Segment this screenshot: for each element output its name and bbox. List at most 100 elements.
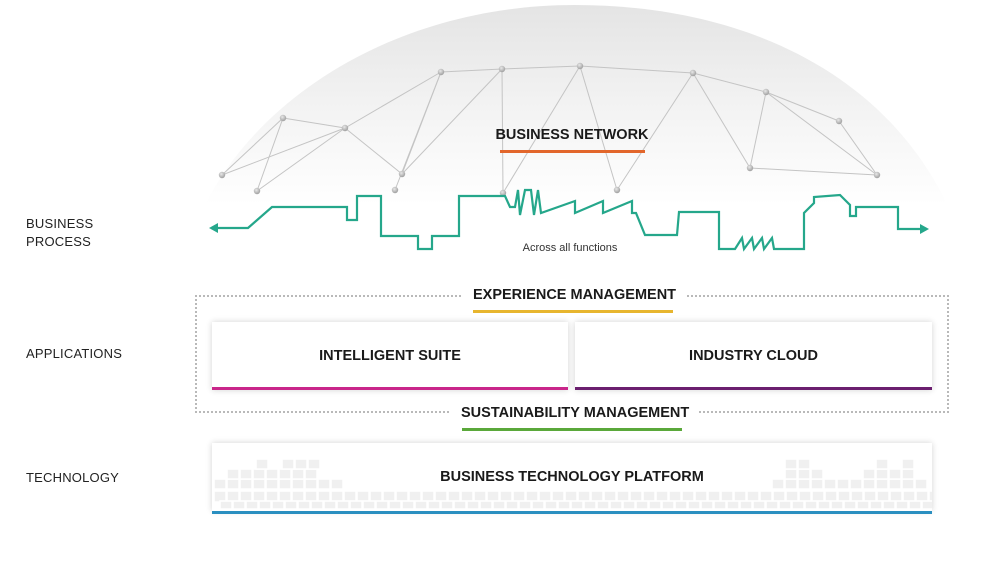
platform-brick (648, 500, 662, 510)
platform-brick (908, 500, 922, 510)
platform-brick (928, 490, 932, 503)
platform-brick (349, 500, 363, 510)
platform-brick (849, 478, 863, 490)
platform-brick (570, 500, 584, 510)
platform-brick (888, 468, 902, 480)
network-node (279, 114, 287, 122)
network-link (256, 127, 346, 192)
network-node (762, 88, 770, 96)
arrow-left-icon (209, 223, 218, 233)
business-technology-platform-card[interactable]: BUSINESS TECHNOLOGY PLATFORM (212, 443, 932, 514)
row-label-business-process: BUSINESS PROCESS (26, 215, 93, 251)
platform-brick (921, 500, 932, 510)
platform-brick (271, 500, 285, 510)
network-link (501, 68, 504, 194)
network-links (221, 65, 878, 194)
network-link (401, 68, 503, 175)
platform-brick (596, 500, 610, 510)
network-link (221, 127, 346, 176)
platform-title: BUSINESS TECHNOLOGY PLATFORM (440, 469, 704, 485)
platform-brick (245, 500, 259, 510)
sustainability-management-title: SUSTAINABILITY MANAGEMENT (451, 405, 700, 421)
network-link (765, 91, 878, 176)
industry-cloud-accent (575, 387, 932, 390)
platform-brick (557, 500, 571, 510)
platform-brick (778, 500, 792, 510)
network-link (282, 117, 346, 129)
platform-brick (765, 500, 779, 510)
network-link (344, 127, 403, 175)
platform-brick (414, 500, 428, 510)
platform-brick (226, 468, 240, 480)
intelligent-suite-card[interactable]: INTELLIGENT SUITE (212, 322, 568, 390)
network-link (749, 167, 878, 176)
platform-brick (622, 500, 636, 510)
network-link (394, 71, 442, 191)
platform-brick (674, 500, 688, 510)
network-link (765, 91, 840, 122)
platform-brick (739, 500, 753, 510)
platform-brick (544, 500, 558, 510)
network-node (398, 170, 406, 178)
experience-management-underline (473, 310, 673, 313)
network-link (344, 71, 442, 129)
platform-brick (531, 500, 545, 510)
platform-brick (791, 500, 805, 510)
sustainability-management-underline (462, 428, 682, 431)
platform-brick (213, 478, 227, 490)
platform-brick-pattern (213, 458, 932, 510)
network-node (613, 186, 621, 194)
network-node (746, 164, 754, 172)
platform-brick (784, 458, 798, 470)
platform-brick (797, 458, 811, 470)
platform-brick (823, 478, 837, 490)
platform-brick (843, 500, 857, 510)
platform-brick (375, 500, 389, 510)
platform-brick (771, 478, 785, 490)
platform-brick (752, 500, 766, 510)
row-label-applications: APPLICATIONS (26, 346, 123, 361)
network-link (440, 68, 503, 73)
network-nodes (218, 62, 881, 197)
platform-brick (875, 458, 889, 470)
platform-brick (255, 458, 269, 470)
platform-brick (518, 500, 532, 510)
network-node (835, 117, 843, 125)
network-node (689, 69, 697, 77)
platform-brick (336, 500, 350, 510)
platform-brick (310, 500, 324, 510)
network-node (391, 186, 399, 194)
platform-brick (804, 500, 818, 510)
platform-brick (232, 500, 246, 510)
platform-brick (317, 478, 331, 490)
row-label-technology: TECHNOLOGY (26, 470, 120, 485)
industry-cloud-card[interactable]: INDUSTRY CLOUD (575, 322, 932, 390)
platform-brick (388, 500, 402, 510)
platform-accent (212, 511, 932, 514)
industry-cloud-title: INDUSTRY CLOUD (689, 348, 818, 364)
platform-brick (401, 500, 415, 510)
platform-brick (895, 500, 909, 510)
experience-management-title: EXPERIENCE MANAGEMENT (463, 287, 687, 303)
network-node (499, 189, 507, 197)
platform-brick (307, 458, 321, 470)
network-node (576, 62, 584, 70)
network-link (692, 72, 751, 169)
platform-brick (440, 500, 454, 510)
network-node (437, 68, 445, 76)
intelligent-suite-title: INTELLIGENT SUITE (319, 348, 461, 364)
network-link (579, 65, 618, 191)
network-link (502, 65, 581, 194)
platform-brick (281, 458, 295, 470)
platform-brick (817, 500, 831, 510)
process-line (216, 188, 922, 252)
network-link (749, 91, 767, 169)
platform-brick (479, 500, 493, 510)
network-link (692, 72, 767, 93)
process-caption: Across all functions (522, 242, 618, 254)
platform-brick (294, 458, 308, 470)
platform-brick (914, 478, 928, 490)
platform-brick (453, 500, 467, 510)
platform-brick (882, 500, 896, 510)
network-node (253, 187, 261, 195)
